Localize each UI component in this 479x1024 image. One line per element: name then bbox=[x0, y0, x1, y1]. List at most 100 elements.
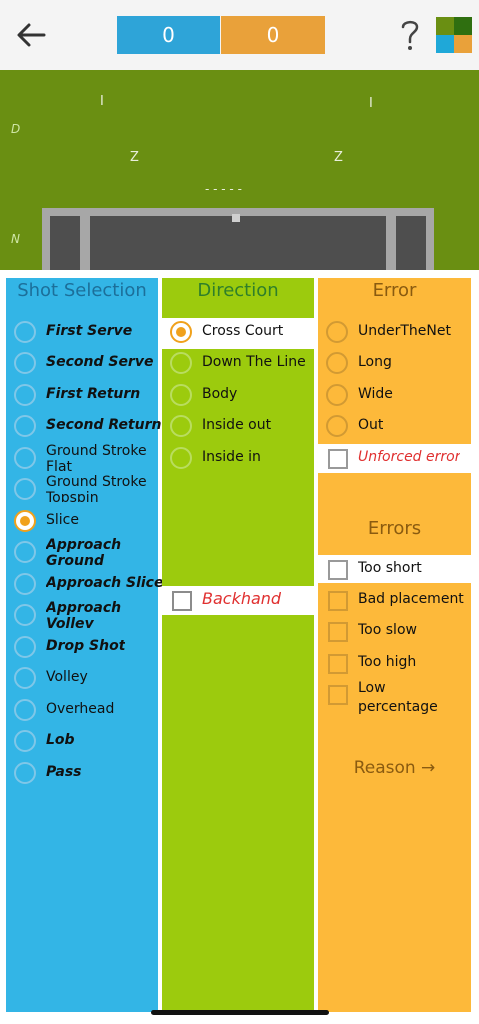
backhand-toggle[interactable]: Backhand bbox=[162, 586, 314, 615]
court-lines bbox=[42, 208, 434, 270]
radio-button[interactable] bbox=[14, 573, 36, 595]
radio-button-selected[interactable] bbox=[170, 321, 192, 343]
shot-approach-volley[interactable]: Approach Volley bbox=[6, 600, 158, 631]
direction-label: Cross Court bbox=[202, 323, 284, 339]
court-mark: Z bbox=[334, 150, 343, 165]
error-title: Error bbox=[372, 280, 417, 301]
radio-button-selected[interactable] bbox=[14, 510, 36, 532]
radio-button[interactable] bbox=[14, 699, 36, 721]
checkbox[interactable] bbox=[328, 591, 348, 611]
shot-slice[interactable]: Slice bbox=[6, 507, 158, 537]
color-grid-icon[interactable] bbox=[436, 17, 472, 53]
error-too-short[interactable]: Too short bbox=[318, 555, 471, 583]
radio-button[interactable] bbox=[170, 384, 192, 406]
shot-label: Second Return bbox=[46, 417, 162, 433]
shot-label: Overhead bbox=[46, 701, 115, 717]
error-reason-label: Too slow bbox=[358, 622, 417, 638]
error-reason-label: Bad placement bbox=[358, 591, 464, 607]
error-long[interactable]: Long bbox=[318, 349, 471, 379]
reason-link[interactable]: Reason → bbox=[353, 758, 436, 778]
shot-ground-stroke-flat[interactable]: Ground Stroke Flat bbox=[6, 443, 158, 474]
error-column: Error UnderTheNet Long Wide Out Unforced… bbox=[318, 278, 471, 1012]
radio-button[interactable] bbox=[14, 636, 36, 658]
shot-ground-stroke-topspin[interactable]: Ground Stroke Topspin bbox=[6, 474, 158, 505]
shot-approach-ground-stroke[interactable]: Approach Ground Stroke bbox=[6, 537, 158, 568]
backhand-label: Backhand bbox=[202, 589, 282, 608]
direction-inside-out[interactable]: Inside out bbox=[162, 412, 314, 442]
shot-volley[interactable]: Volley bbox=[6, 664, 158, 694]
radio-button[interactable] bbox=[14, 415, 36, 437]
shot-label: Ground Stroke Topspin bbox=[46, 474, 147, 502]
error-wide[interactable]: Wide bbox=[318, 381, 471, 411]
error-too-slow[interactable]: Too slow bbox=[318, 617, 471, 647]
checkbox[interactable] bbox=[328, 685, 348, 705]
error-out[interactable]: Out bbox=[318, 412, 471, 442]
direction-cross-court[interactable]: Cross Court bbox=[162, 318, 314, 349]
shot-label: Approach Slice bbox=[46, 575, 164, 591]
backhand-checkbox[interactable] bbox=[172, 591, 192, 611]
court-side-top: D bbox=[11, 122, 21, 136]
direction-label: Inside in bbox=[202, 449, 261, 465]
checkbox[interactable] bbox=[328, 622, 348, 642]
direction-label: Body bbox=[202, 386, 238, 402]
shot-label: Approach Volley bbox=[46, 600, 122, 628]
radio-button[interactable] bbox=[14, 667, 36, 689]
question-mark-icon[interactable] bbox=[396, 16, 424, 54]
shot-lob[interactable]: Lob bbox=[6, 727, 158, 757]
shot-label: Pass bbox=[46, 764, 82, 780]
shot-second-serve[interactable]: Second Serve bbox=[6, 349, 158, 379]
error-reason-label: Too high bbox=[358, 654, 417, 670]
shot-label: First Return bbox=[46, 386, 141, 402]
radio-button[interactable] bbox=[170, 447, 192, 469]
error-low-percentage-shot[interactable]: Low percentage shot bbox=[318, 680, 471, 720]
shot-drop-shot[interactable]: Drop Shot bbox=[6, 633, 158, 663]
shot-second-return[interactable]: Second Return bbox=[6, 412, 162, 442]
radio-button[interactable] bbox=[14, 762, 36, 784]
shot-approach-slice[interactable]: Approach Slice bbox=[6, 570, 163, 600]
direction-title: Direction bbox=[197, 280, 279, 301]
shot-first-serve[interactable]: First Serve bbox=[6, 318, 158, 348]
radio-button[interactable] bbox=[326, 415, 348, 437]
radio-button[interactable] bbox=[14, 447, 36, 469]
shot-label: Lob bbox=[46, 732, 75, 748]
radio-button[interactable] bbox=[14, 321, 36, 343]
court-mark: I bbox=[369, 96, 373, 111]
radio-button[interactable] bbox=[170, 352, 192, 374]
error-too-high[interactable]: Too high bbox=[318, 649, 471, 679]
radio-button[interactable] bbox=[326, 321, 348, 343]
radio-button[interactable] bbox=[14, 604, 36, 626]
shot-label: Ground Stroke Flat bbox=[46, 443, 147, 471]
unforced-error-toggle[interactable]: Unforced error bbox=[318, 444, 471, 473]
unforced-error-label: Unforced error bbox=[358, 449, 461, 465]
error-reason-label: Too short bbox=[358, 560, 422, 576]
radio-button[interactable] bbox=[14, 352, 36, 374]
shot-label: Slice bbox=[46, 512, 79, 528]
radio-button[interactable] bbox=[14, 478, 36, 500]
radio-button[interactable] bbox=[170, 415, 192, 437]
shot-first-return[interactable]: First Return bbox=[6, 381, 158, 411]
shot-pass[interactable]: Pass bbox=[6, 759, 158, 789]
error-under-the-net[interactable]: UnderTheNet bbox=[318, 318, 471, 348]
direction-down-the-line[interactable]: Down The Line bbox=[162, 349, 314, 379]
error-bad-placement[interactable]: Bad placement bbox=[318, 586, 471, 616]
checkbox[interactable] bbox=[328, 654, 348, 674]
shot-label: Approach Ground Stroke bbox=[46, 537, 122, 565]
shot-label: First Serve bbox=[46, 323, 133, 339]
direction-inside-in[interactable]: Inside in bbox=[162, 444, 314, 474]
unforced-error-checkbox[interactable] bbox=[328, 449, 348, 469]
court-dashes: - - - - - bbox=[205, 182, 242, 196]
radio-button[interactable] bbox=[14, 541, 36, 563]
arrow-left-icon[interactable] bbox=[14, 18, 48, 52]
tennis-court[interactable]: D N I I Z Z - - - - - bbox=[0, 70, 479, 270]
shot-overhead[interactable]: Overhead bbox=[6, 696, 158, 726]
radio-button[interactable] bbox=[326, 384, 348, 406]
direction-body[interactable]: Body bbox=[162, 381, 314, 411]
radio-button[interactable] bbox=[326, 352, 348, 374]
top-bar: 0 0 bbox=[0, 0, 479, 70]
radio-button[interactable] bbox=[14, 384, 36, 406]
score-orange: 0 bbox=[221, 16, 325, 54]
checkbox[interactable] bbox=[328, 560, 348, 580]
radio-button[interactable] bbox=[14, 730, 36, 752]
shot-selection-title: Shot Selection bbox=[17, 280, 147, 301]
court-mark: Z bbox=[130, 150, 139, 165]
